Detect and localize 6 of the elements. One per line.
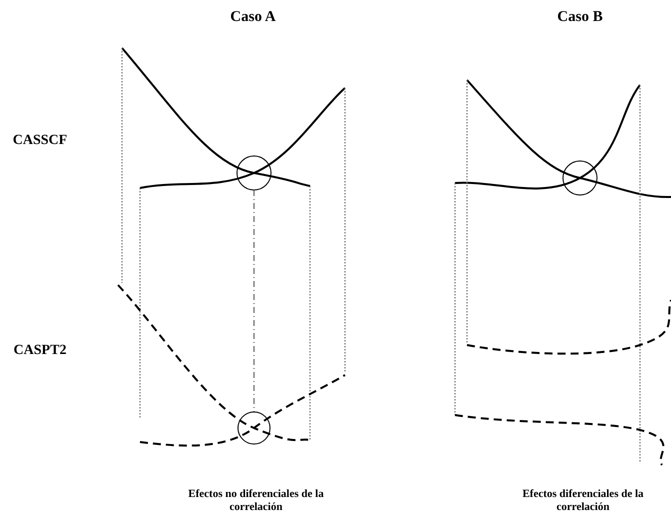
caption-text: Efectos no diferenciales de la correlación — [187, 488, 325, 514]
column-heading: Caso A — [229, 8, 277, 26]
caption-text: Efectos diferenciales de la correlación — [521, 488, 645, 514]
row-label: CASSCF — [12, 133, 68, 150]
column-heading: Caso B — [556, 8, 604, 26]
row-label: CASPT2 — [12, 343, 68, 360]
